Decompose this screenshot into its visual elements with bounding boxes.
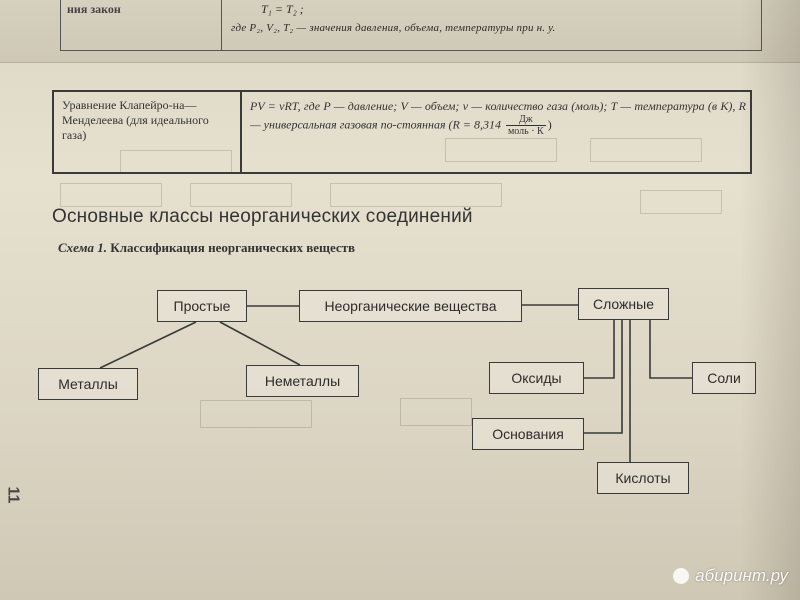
previous-formula: T₁ = T₂ ; <box>261 2 304 16</box>
ghost-box <box>590 138 702 162</box>
gas-law-table: Уравнение Клапейро-на—Менделеева (для ид… <box>52 90 752 174</box>
link-simple-metals <box>99 321 197 369</box>
ghost-box <box>330 183 502 207</box>
node-bases: Основания <box>472 418 584 450</box>
link-complex-oxides <box>584 320 615 379</box>
link-complex-salts <box>649 320 692 379</box>
gas-constant-units: Дж моль · К <box>505 114 546 137</box>
previous-table-label: ния закон <box>67 2 121 16</box>
gas-law-description: PV = νRT, где P — давление; V — объем; ν… <box>250 99 746 132</box>
ghost-box <box>400 398 472 426</box>
node-simple: Простые <box>157 290 247 322</box>
previous-table: ния закон T₁ = T₂ ; где P₂, V₂, T₂ — зна… <box>60 0 762 51</box>
scheme-caption: Схема 1. Классификация неорганических ве… <box>58 240 355 256</box>
ghost-box <box>190 183 292 207</box>
frac-denominator: моль · К <box>507 126 544 137</box>
ghost-box <box>445 138 557 162</box>
node-complex: Сложные <box>578 288 669 320</box>
scheme-title: Классификация неорганических веществ <box>110 240 356 255</box>
node-metals: Металлы <box>38 368 138 400</box>
ghost-box <box>640 190 722 214</box>
previous-table-text: где P₂, V₂, T₂ — значения давления, объе… <box>231 22 556 34</box>
frac-numerator: Дж <box>505 114 546 126</box>
ghost-box <box>60 183 162 207</box>
node-nonmetals: Неметаллы <box>246 365 359 397</box>
page-shadow <box>740 0 800 600</box>
gas-law-name: Уравнение Клапейро-на—Менделеева (для ид… <box>62 98 209 142</box>
node-inorganic-substances: Неорганические вещества <box>299 290 522 322</box>
previous-page-strip: ния закон T₁ = T₂ ; где P₂, V₂, T₂ — зна… <box>0 0 800 63</box>
previous-table-divider <box>221 0 222 50</box>
link-simple-nonmetals <box>219 321 301 366</box>
link-complex-bases <box>584 320 623 434</box>
node-oxides: Оксиды <box>489 362 584 394</box>
section-heading: Основные классы неорганических соединени… <box>52 206 473 227</box>
ghost-box <box>200 400 312 428</box>
gas-table-divider <box>240 92 242 172</box>
node-acids: Кислоты <box>597 462 689 494</box>
watermark-text: абиринт.ру <box>695 566 788 585</box>
page-number: 11 <box>4 486 22 504</box>
gas-law-formula: PV = νRT, где P — давление; V — объем; ν… <box>250 98 746 137</box>
closing-paren: ) <box>547 117 552 132</box>
scheme-number: Схема 1. <box>58 240 108 255</box>
watermark: абиринт.ру <box>673 566 788 586</box>
node-salts: Соли <box>692 362 756 394</box>
labyrinth-logo-icon <box>673 568 690 584</box>
